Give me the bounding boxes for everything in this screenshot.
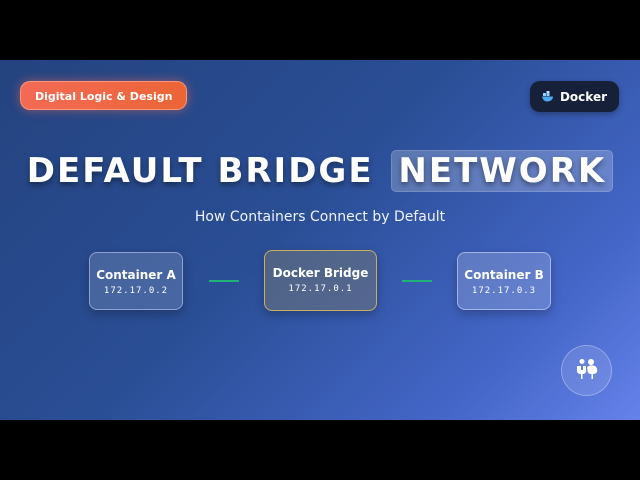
title-highlight: NETWORK [391,150,614,192]
node-docker-bridge: Docker Bridge 172.17.0.1 [264,250,377,311]
node-name: Container B [464,268,544,282]
course-tag: Digital Logic & Design [20,81,188,110]
subtitle: How Containers Connect by Default [194,209,446,225]
docker-whale-icon [541,91,554,102]
node-name: Docker Bridge [272,266,369,280]
people-network-button[interactable] [561,345,612,396]
docker-label: Docker [559,89,608,104]
link-bridge-b [402,280,432,282]
people-network-icon [575,358,599,384]
node-ip: 172.17.0.1 [288,284,353,294]
link-a-bridge [209,280,239,282]
node-name: Container A [96,268,176,282]
docker-badge: Docker [530,81,619,112]
slide-background [0,60,640,420]
node-ip: 172.17.0.2 [103,286,169,296]
node-container-b: Container B 172.17.0.3 [457,252,551,310]
node-ip: 172.17.0.3 [471,286,537,296]
title-main: DEFAULT BRIDGE [26,151,374,191]
page-title: DEFAULT BRIDGE NETWORK [0,150,640,192]
node-container-a: Container A 172.17.0.2 [89,252,183,310]
